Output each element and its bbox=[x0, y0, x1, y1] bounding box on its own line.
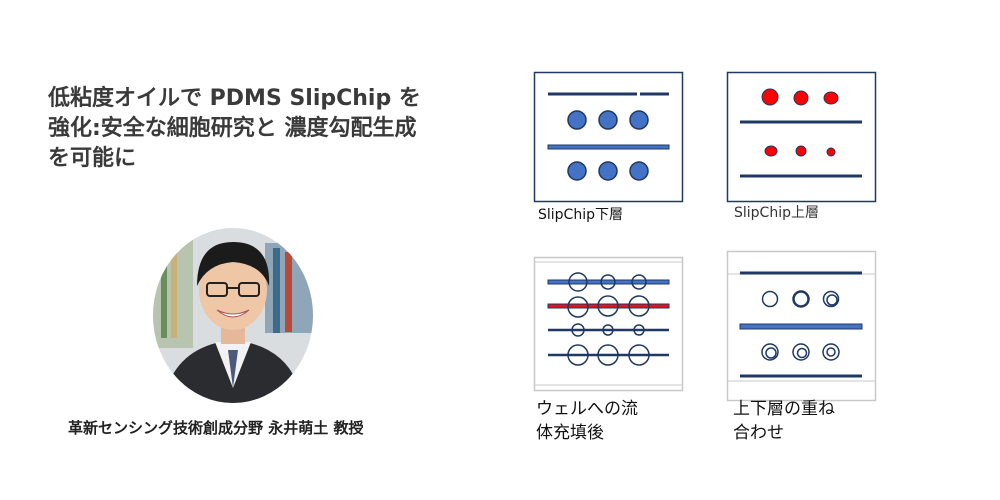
well bbox=[633, 324, 645, 336]
label-line: 体充填後 bbox=[536, 423, 604, 443]
professor-caption: 革新センシング技術創成分野 永井萌土 教授 bbox=[68, 419, 364, 437]
panel-frame bbox=[533, 71, 684, 203]
headline: 低粘度オイルで PDMS SlipChip を 強化:安全な細胞研究と 濃度勾配… bbox=[48, 84, 488, 174]
label-line: 合わせ bbox=[733, 423, 784, 443]
well bbox=[629, 161, 649, 181]
well bbox=[567, 344, 589, 366]
well bbox=[826, 294, 838, 306]
well bbox=[822, 343, 840, 361]
well bbox=[826, 147, 836, 157]
well bbox=[764, 145, 778, 157]
professor-portrait bbox=[153, 228, 313, 403]
panel-frame bbox=[726, 71, 877, 203]
well bbox=[600, 274, 616, 290]
label-line: ウェルへの流 bbox=[536, 399, 638, 419]
panel-lower-layer bbox=[533, 71, 684, 203]
headline-line: 強化:安全な細胞研究と 濃度勾配生成 bbox=[48, 116, 417, 141]
panel-filled bbox=[533, 256, 684, 392]
well bbox=[796, 347, 808, 359]
well bbox=[628, 344, 650, 366]
headline-line: 低粘度オイルで PDMS SlipChip を bbox=[48, 86, 421, 111]
well bbox=[761, 290, 779, 308]
well bbox=[826, 347, 836, 357]
well bbox=[631, 274, 647, 290]
well bbox=[567, 110, 587, 130]
well bbox=[567, 161, 587, 181]
panel-label-filled: ウェルへの流 体充填後 bbox=[536, 397, 638, 445]
well bbox=[568, 272, 588, 292]
well bbox=[597, 295, 619, 317]
well bbox=[598, 161, 618, 181]
label-line: 上下層の重ね bbox=[733, 399, 835, 419]
panel-frame bbox=[726, 250, 877, 402]
channel-line bbox=[739, 323, 863, 330]
panel-frame bbox=[533, 256, 684, 392]
well bbox=[792, 290, 810, 308]
panel-upper-layer bbox=[726, 71, 877, 203]
well bbox=[793, 90, 809, 106]
well bbox=[567, 296, 589, 318]
well bbox=[598, 110, 618, 130]
well bbox=[765, 347, 777, 359]
well bbox=[761, 343, 779, 361]
panel-label-upper-layer: SlipChip上層 bbox=[734, 205, 819, 221]
headline-line: を可能に bbox=[48, 146, 137, 171]
well bbox=[629, 110, 649, 130]
well bbox=[792, 343, 810, 361]
well bbox=[628, 295, 650, 317]
panel-overlap bbox=[726, 250, 877, 402]
panel-label-lower-layer: SlipChip下層 bbox=[538, 207, 623, 223]
well bbox=[823, 91, 839, 105]
well bbox=[597, 344, 619, 366]
well bbox=[571, 323, 585, 337]
well bbox=[822, 290, 840, 308]
channel-line bbox=[547, 144, 670, 150]
well bbox=[795, 145, 807, 157]
channel-line bbox=[547, 303, 670, 309]
channel-line bbox=[547, 279, 670, 285]
panel-label-overlap: 上下層の重ね 合わせ bbox=[733, 397, 835, 445]
well bbox=[602, 324, 614, 336]
well bbox=[761, 88, 779, 106]
